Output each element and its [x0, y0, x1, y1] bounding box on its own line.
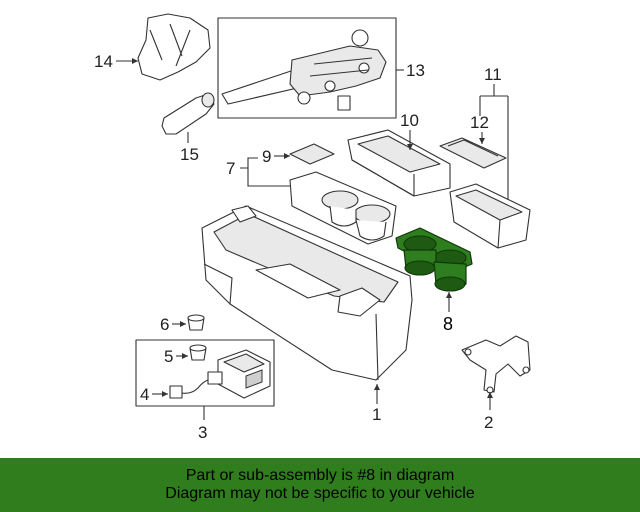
part-9-pad[interactable] — [289, 143, 335, 165]
part-8-cup-holder[interactable] — [395, 227, 473, 292]
part-5-socket[interactable] — [189, 344, 207, 361]
part-12-lid-pad[interactable] — [439, 137, 507, 169]
part-3-outlet-housing[interactable] — [217, 349, 271, 399]
part-6-plug[interactable] — [187, 314, 205, 331]
part-4-wire-harness[interactable] — [169, 371, 223, 399]
callout-2: 2 — [484, 413, 493, 432]
part-11-storage-bin[interactable] — [449, 183, 531, 249]
callout-9: 9 — [262, 147, 271, 166]
callout-3: 3 — [198, 423, 207, 442]
parts-diagram: 14 15 13 10 9 7 — [94, 13, 531, 442]
part-14-shift-boot[interactable] — [137, 13, 211, 81]
footer-banner: Part or sub-assembly is #8 in diagram Di… — [0, 458, 640, 512]
callout-12: 12 — [470, 113, 489, 132]
part-15-handle-grip[interactable] — [161, 92, 215, 135]
footer-line-1: Part or sub-assembly is #8 in diagram — [185, 467, 455, 484]
callout-6: 6 — [160, 315, 169, 334]
callout-5: 5 — [164, 347, 173, 366]
callout-13: 13 — [406, 61, 425, 80]
callout-10: 10 — [400, 111, 419, 130]
callout-14: 14 — [94, 52, 113, 71]
callout-15: 15 — [180, 145, 199, 164]
part-13-parking-brake[interactable] — [221, 29, 387, 111]
part-2-bracket[interactable] — [461, 335, 531, 394]
callout-4: 4 — [140, 385, 149, 404]
part-1-console-body[interactable] — [201, 205, 413, 381]
footer-line-2: Diagram may not be specific to your vehi… — [165, 485, 475, 502]
callout-8: 8 — [443, 314, 453, 334]
part-7-cup-holder-insert[interactable] — [289, 171, 397, 245]
part-10-tray[interactable] — [347, 129, 451, 197]
callout-11: 11 — [484, 65, 502, 84]
callout-7: 7 — [226, 159, 235, 178]
callout-1: 1 — [372, 405, 381, 424]
